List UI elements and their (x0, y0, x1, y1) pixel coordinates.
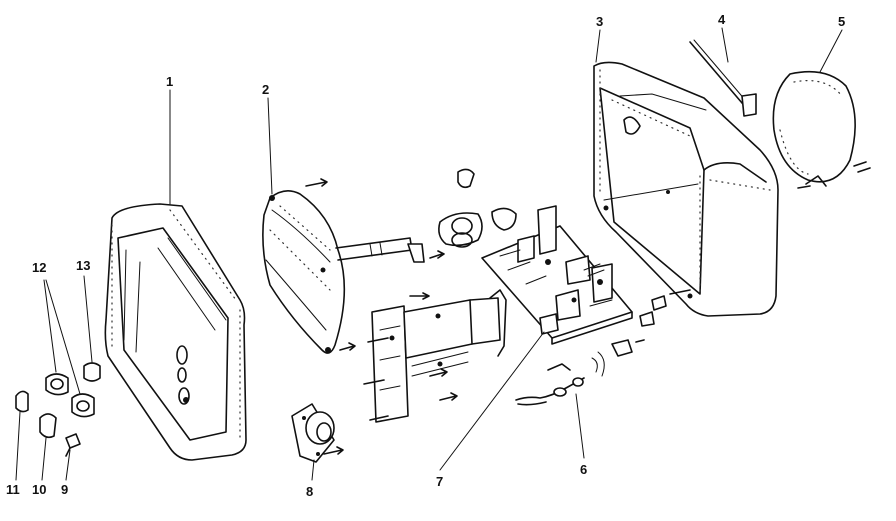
chassis-bracket (363, 289, 507, 423)
part-labels: 1 2 3 4 5 6 7 8 9 10 11 12 13 (6, 12, 845, 499)
arrow-group (305, 178, 458, 455)
label-part-1: 1 (166, 74, 173, 89)
part-9-knob (65, 433, 81, 457)
label-part-2: 2 (262, 82, 269, 97)
part-13-knob (83, 362, 101, 382)
part-3-rear-cabinet (593, 61, 779, 317)
label-part-8: 8 (306, 484, 313, 499)
label-part-5: 5 (838, 14, 845, 29)
part-6-cable (515, 351, 605, 406)
part-2-picture-tube (262, 190, 445, 354)
part-4-antenna (689, 39, 757, 117)
small-hardware (611, 289, 691, 357)
part-10-knob (39, 413, 57, 439)
leader-lines (15, 27, 843, 481)
part-7-circuit-board (481, 205, 633, 345)
label-part-12: 12 (32, 260, 46, 275)
label-part-4: 4 (718, 12, 726, 27)
part-12-knobs (45, 373, 95, 418)
label-part-10: 10 (32, 482, 46, 497)
label-part-3: 3 (596, 14, 603, 29)
label-part-7: 7 (436, 474, 443, 489)
label-part-6: 6 (580, 462, 587, 477)
part-11-knob (15, 390, 29, 413)
label-part-13: 13 (76, 258, 90, 273)
part-5-back-cover (772, 70, 871, 189)
label-part-9: 9 (61, 482, 68, 497)
label-part-11: 11 (6, 482, 20, 497)
tube-socket-assembly (438, 168, 517, 248)
part-8-speaker (291, 403, 335, 463)
part-1-front-bezel (104, 203, 247, 461)
